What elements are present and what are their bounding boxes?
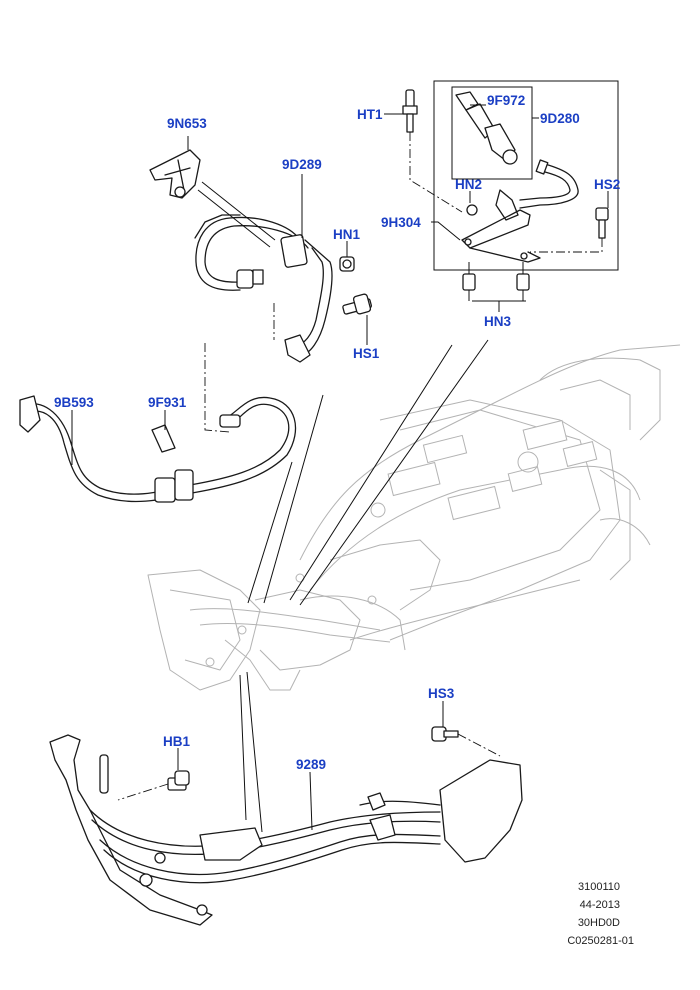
callout-HN2: HN2 bbox=[455, 177, 482, 192]
callout-9F972: 9F972 bbox=[487, 93, 525, 108]
stud-HT1 bbox=[402, 89, 463, 213]
callout-HS1: HS1 bbox=[353, 346, 380, 361]
callout-9F931: 9F931 bbox=[148, 395, 187, 410]
bracket-9N653 bbox=[149, 149, 201, 199]
callout-9B593: 9B593 bbox=[54, 395, 94, 410]
callout-HB1: HB1 bbox=[163, 734, 190, 749]
fuel-pipes-9289 bbox=[49, 734, 523, 926]
bolt-HS1 bbox=[342, 293, 373, 315]
bolt-HB1 bbox=[117, 770, 190, 801]
fuel-sensor-9F972 bbox=[455, 91, 518, 165]
reference-block: 3100110 44-2013 30HD0D C0250281-01 bbox=[567, 881, 634, 947]
leader-lines bbox=[71, 104, 609, 833]
hose-assembly-9H304 bbox=[461, 159, 579, 263]
callout-HT1: HT1 bbox=[357, 107, 383, 122]
callout-9N653: 9N653 bbox=[167, 116, 207, 131]
vehicle-underbody-ghost bbox=[147, 344, 681, 691]
callout-HS3: HS3 bbox=[428, 686, 455, 701]
callout-labels: 9N653 9D289 HN1 HS1 HT1 9F972 9D280 HN2 … bbox=[54, 93, 620, 772]
callout-9289: 9289 bbox=[296, 757, 326, 772]
hose-9B593 bbox=[19, 395, 297, 503]
reference-line-1: 3100110 bbox=[578, 881, 620, 893]
callout-HN1: HN1 bbox=[333, 227, 360, 242]
subassembly-frame bbox=[433, 80, 619, 271]
callout-9H304: 9H304 bbox=[381, 215, 421, 230]
reference-line-3: 30HD0D bbox=[578, 917, 620, 929]
callout-9D280: 9D280 bbox=[540, 111, 580, 126]
connection-line-9D289-9B593 bbox=[204, 343, 231, 433]
nut-HN1 bbox=[339, 256, 355, 272]
nut-HN2 bbox=[466, 204, 478, 216]
callout-HN3: HN3 bbox=[484, 314, 511, 329]
screw-HS2 bbox=[530, 207, 609, 253]
hose-9D289 bbox=[194, 214, 333, 363]
nuts-HN3 bbox=[462, 262, 530, 291]
subassembly-inner-frame bbox=[451, 86, 533, 180]
callout-HS2: HS2 bbox=[594, 177, 620, 192]
screw-HS3 bbox=[431, 726, 501, 757]
reference-line-2: 44-2013 bbox=[580, 899, 620, 911]
callout-9D289: 9D289 bbox=[282, 157, 322, 172]
reference-line-4: C0250281-01 bbox=[567, 935, 634, 947]
clip-9F931 bbox=[151, 424, 176, 453]
